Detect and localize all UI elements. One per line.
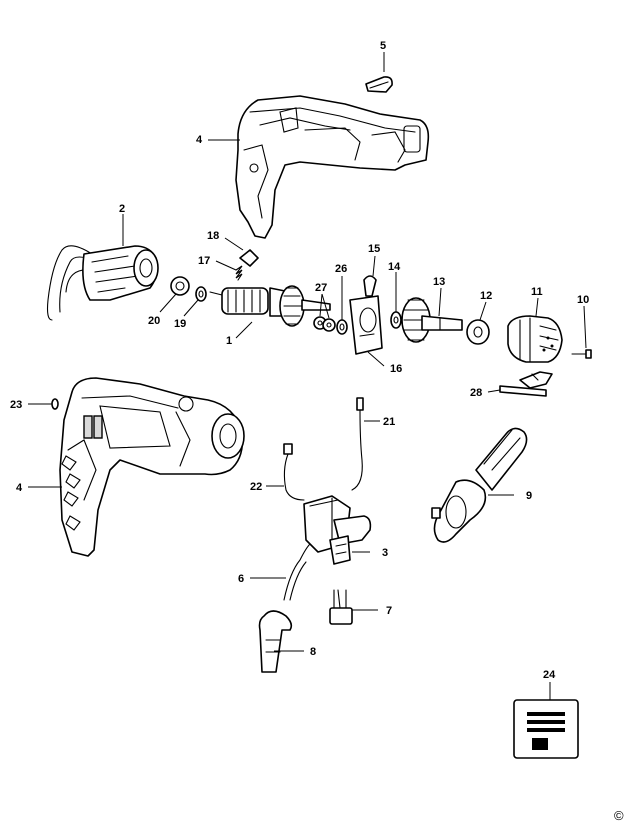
callout-19: 19	[174, 318, 186, 330]
callout-27: 27	[315, 282, 327, 294]
part-4-housing-half-lower	[59, 377, 245, 557]
part-21-lead-wire	[351, 397, 364, 491]
part-12-nut	[466, 319, 490, 345]
copyright-symbol: ©	[614, 808, 624, 823]
part-9-side-handle	[431, 427, 528, 543]
part-6-cable	[283, 543, 311, 601]
part-17-spring	[235, 265, 243, 281]
part-2-field-assembly	[46, 245, 159, 321]
callout-1: 1	[226, 335, 232, 347]
callout-14: 14	[388, 261, 401, 273]
callout-21: 21	[383, 416, 395, 428]
part-23-screw	[43, 398, 59, 410]
part-14-bearing	[390, 311, 402, 329]
part-16-gear-plate	[349, 295, 383, 355]
callout-11: 11	[531, 286, 543, 298]
leader-lines	[28, 52, 587, 700]
callout-28: 28	[470, 387, 482, 399]
callout-5: 5	[380, 40, 386, 52]
part-24-label-plate	[513, 699, 579, 759]
callout-2: 2	[119, 203, 125, 215]
callout-23: 23	[10, 399, 22, 411]
callout-13: 13	[433, 276, 445, 288]
callout-labels: 5 4 2 18 17 15 26 14 13 12 11 10 27 20 1…	[10, 40, 624, 823]
part-1-armature	[209, 285, 331, 327]
callout-9: 9	[526, 490, 532, 502]
part-28-chuck-key	[499, 371, 553, 397]
callout-20: 20	[148, 315, 160, 327]
part-15-pin	[363, 275, 377, 297]
part-13-spindle-gear	[401, 297, 463, 343]
callout-4: 4	[196, 134, 203, 146]
part-3-switch	[303, 495, 372, 565]
part-7-terminal-block	[329, 589, 353, 625]
part-8-cord-protector	[258, 610, 293, 673]
part-20-bearing	[170, 276, 190, 296]
callout-17: 17	[198, 255, 210, 267]
part-26-washer	[336, 319, 348, 335]
callout-22: 22	[250, 481, 262, 493]
callout-24: 24	[543, 669, 556, 681]
callout-10: 10	[577, 294, 589, 306]
callout-3: 3	[382, 547, 388, 559]
callout-12: 12	[480, 290, 492, 302]
callout-4-lower: 4	[16, 482, 23, 494]
part-5-switch-button	[365, 76, 393, 93]
part-4-housing-half-top	[235, 95, 430, 239]
callout-8: 8	[310, 646, 316, 658]
callout-15: 15	[368, 243, 380, 255]
callout-7: 7	[386, 605, 392, 617]
callout-6: 6	[238, 573, 244, 585]
part-18-brush-holder	[239, 249, 259, 267]
callout-16: 16	[390, 363, 402, 375]
callout-26: 26	[335, 263, 347, 275]
callout-18: 18	[207, 230, 219, 242]
part-10-screw	[571, 349, 592, 359]
part-11-chuck	[507, 315, 563, 363]
part-19-washer	[195, 286, 207, 302]
part-22-lead-wire	[283, 443, 305, 501]
part-27-washers	[313, 316, 336, 332]
